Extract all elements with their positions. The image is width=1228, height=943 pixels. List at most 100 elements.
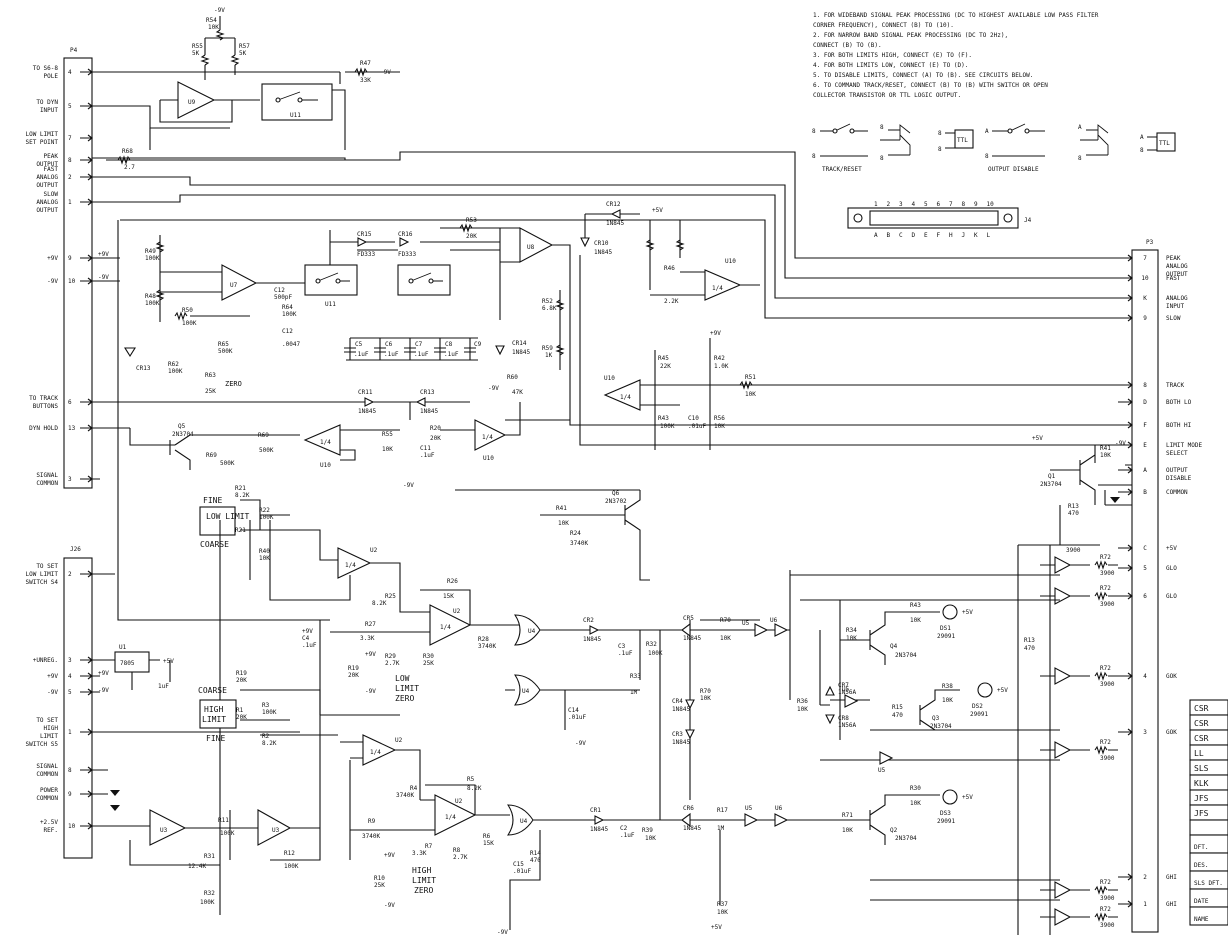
resistor-ref: R55: [382, 431, 393, 438]
resistor-val: 1K: [545, 352, 553, 359]
j4-pin-letter: C: [899, 232, 903, 239]
resistor-ref: R42: [714, 355, 725, 362]
ic-fraction: 1/4: [370, 749, 381, 756]
resistor-ref: R24: [570, 530, 581, 537]
j26-pin-label: SWITCH S4: [25, 579, 58, 586]
resistor-ref: R55: [192, 43, 203, 50]
p4-pin-number: 1: [68, 199, 72, 206]
capacitor-val: 500pF: [274, 294, 292, 301]
resistor-val: 10K: [208, 24, 219, 31]
capacitor-val: .1uF: [302, 642, 317, 649]
p3-pin-number: 3: [1143, 729, 1147, 736]
ic-label: U6: [770, 617, 778, 624]
j26-pin-number: 2: [68, 571, 72, 578]
ic-label: U10: [725, 258, 736, 265]
capacitor-val: .1uF: [354, 351, 369, 358]
pot-label: ZERO: [225, 380, 242, 388]
supply-label: -9V: [98, 274, 109, 281]
j26-pin-number: 5: [68, 689, 72, 696]
supply-label: +9V: [302, 628, 313, 635]
resistor-val: 10K: [842, 827, 853, 834]
resistor-val: 3900: [1100, 895, 1115, 902]
ic-label: U4: [522, 688, 530, 695]
p3-pin-label: COMMON: [1166, 489, 1188, 496]
nor-gate-u4a: [513, 614, 541, 646]
note-line: COLLECTOR TRANSISTOR OR TTL LOGIC OUTPUT…: [813, 92, 961, 99]
transistor-ref: Q5: [178, 423, 186, 430]
supply-label: +5V: [962, 609, 973, 616]
ic-label: U5: [842, 686, 850, 693]
resistor-val: 5K: [239, 50, 247, 57]
transistor-val: 2N3704: [930, 723, 952, 730]
resistor-ref: R65: [218, 341, 229, 348]
diode-val: 1N845: [594, 249, 612, 256]
resistor-ref: R62: [168, 361, 179, 368]
supply-label: +9V: [365, 651, 376, 658]
j26-pin-label: TO SET: [36, 717, 58, 724]
j4-pin-number: 9: [974, 201, 978, 208]
j26-pin-number: 10: [68, 823, 76, 830]
p4-pin-label: TO TRACK: [29, 395, 58, 402]
ic-label: U3: [160, 827, 168, 834]
pot-label: FINE: [206, 734, 225, 743]
diode-val: 1N845: [672, 706, 690, 713]
resistor-val: 100K: [284, 863, 299, 870]
diode-val: 1N845: [683, 635, 701, 642]
pin-label: 8: [880, 155, 884, 162]
output-buffer: [1054, 908, 1072, 926]
resistor-ref: R51: [745, 374, 756, 381]
title-block-text: JFS: [1194, 809, 1209, 818]
pin-label: 8: [1078, 155, 1082, 162]
resistor-ref: R8: [453, 847, 461, 854]
ic-label: U2: [455, 798, 463, 805]
transistor-q4: [869, 611, 940, 665]
p4-pin-label: OUTPUT: [36, 161, 58, 168]
resistor-val: 6.8K: [542, 305, 557, 312]
resistor-val: 1.0K: [714, 363, 729, 370]
ic-label: U4: [528, 628, 536, 635]
capacitor-val: 1uF: [158, 683, 169, 690]
p4-pin-label: INPUT: [40, 107, 58, 114]
resistor-val: 10K: [910, 800, 921, 807]
ic-label: U7: [230, 282, 238, 289]
supply-label: -9V: [403, 482, 414, 489]
resistor-ref: R50: [182, 307, 193, 314]
pin-label: A: [985, 128, 989, 135]
resistor-val: 10K: [745, 391, 756, 398]
p4-pin-number: 10: [68, 278, 76, 285]
buffer-u5b: [844, 694, 859, 708]
resistor-ref: R14: [530, 850, 541, 857]
pot-label: LIMIT: [395, 684, 419, 693]
diode-val: FD333: [398, 251, 416, 258]
opamp-u3b: [257, 809, 292, 846]
j4-pin-number: 2: [887, 201, 891, 208]
diode-cr6: [681, 812, 691, 828]
resistor-val: 3.3K: [360, 635, 375, 642]
j26-pin-label: POWER: [40, 787, 58, 794]
resistor-ref: R72: [1100, 665, 1111, 672]
note-line: 4. FOR BOTH LIMITS LOW, CONNECT (E) TO (…: [813, 62, 968, 69]
p4-pin-label: SIGNAL: [36, 472, 58, 479]
supply-label: +5V: [711, 924, 722, 931]
low-limit-box: [199, 506, 236, 536]
diode-cr2: [589, 625, 600, 635]
j4-pin-letter: H: [949, 232, 953, 239]
capacitor-val: .01uF: [568, 714, 586, 721]
diode-val: FD333: [357, 251, 375, 258]
j26-pin-label: LIMIT: [40, 733, 58, 740]
led-ref: DS3: [940, 810, 951, 817]
j4-label: J4: [1024, 217, 1032, 224]
pot-label: ZERO: [414, 886, 433, 895]
resistor-ref: R59: [542, 345, 553, 352]
ic-fraction: 1/4: [482, 434, 493, 441]
resistor-ref: R36: [797, 698, 808, 705]
pot-label: COARSE: [198, 686, 227, 695]
j4-pin-number: 5: [924, 201, 928, 208]
resistor-ref: R32: [204, 890, 215, 897]
transistor-q3: [919, 689, 960, 731]
pot-label: COARSE: [200, 540, 229, 549]
capacitor-ref: C10: [688, 415, 699, 422]
resistor-ref: R53: [466, 217, 477, 224]
pin-label: 8: [938, 130, 942, 137]
